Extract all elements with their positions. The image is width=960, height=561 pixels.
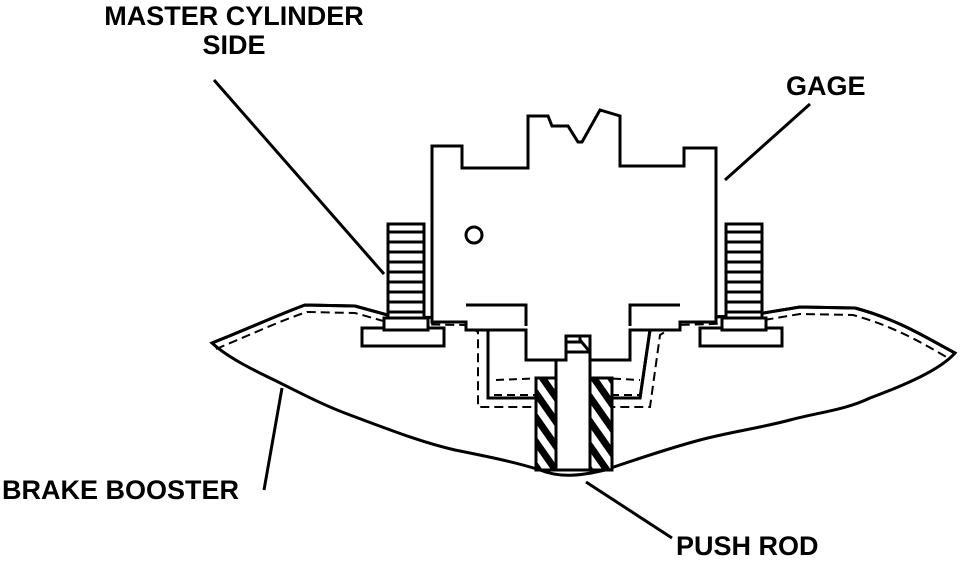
- leader-gage: [724, 102, 811, 182]
- master-cylinder-side-label: MASTER CYLINDER SIDE: [86, 2, 382, 60]
- gage-label: GAGE: [786, 71, 866, 101]
- gage-inner-edge: [466, 303, 680, 326]
- gage-hole: [464, 225, 484, 245]
- right-stud: [720, 222, 768, 332]
- push-rod-label: PUSH ROD: [676, 531, 819, 561]
- brake-booster-label: BRAKE BOOSTER: [2, 475, 240, 505]
- left-stud: [382, 222, 430, 332]
- leader-brake-booster: [262, 387, 284, 491]
- gage-tool: [430, 108, 718, 362]
- master-cylinder-label-line2: SIDE: [202, 30, 266, 60]
- booster-shell-inner: [215, 310, 949, 408]
- master-cylinder-label-line1: MASTER CYLINDER: [104, 1, 364, 31]
- leader-push-rod: [585, 480, 673, 540]
- leader-master-cylinder: [212, 79, 386, 275]
